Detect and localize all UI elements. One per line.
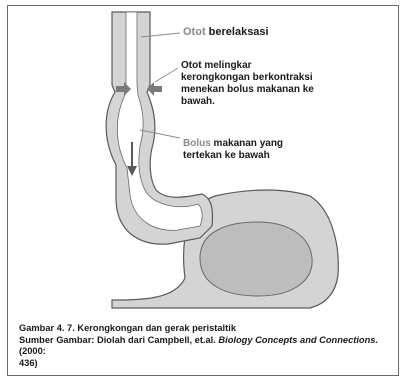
caption-source: Sumber Gambar: Diolah dari Campbell, et.… <box>19 335 391 358</box>
label-relaxed-rest: berelaksasi <box>206 26 269 38</box>
label-bolus: Bolus makanan yang tertekan ke bawah <box>183 138 283 162</box>
caption-source-prefix: Sumber Gambar: Diolah dari Campbell, et.… <box>19 335 218 345</box>
caption-title: Gambar 4. 7. Kerongkongan dan gerak peri… <box>19 323 391 335</box>
caption-source-page: 436) <box>19 358 391 370</box>
stomach-cavity <box>200 222 312 296</box>
label-contract-line-1: Otot melingkar <box>181 60 314 72</box>
label-relaxed-muscle: Otot berelaksasi <box>183 26 269 38</box>
label-bolus-line-2: tertekan ke bawah <box>183 150 283 162</box>
label-contract-line-2: kerongkongan berkontraksi <box>181 72 314 84</box>
caption-source-book: Biology Concepts and Connections. <box>218 335 378 345</box>
label-contract-line-3: menekan bolus makanan ke <box>181 84 314 96</box>
figure-caption: Gambar 4. 7. Kerongkongan dan gerak peri… <box>19 323 391 369</box>
label-relaxed-highlight: Otot <box>183 26 206 38</box>
label-bolus-rest: makanan yang <box>211 138 283 149</box>
label-contracting-muscle: Otot melingkar kerongkongan berkontraksi… <box>181 60 314 108</box>
leader-contract <box>155 68 178 82</box>
label-contract-line-4: bawah. <box>181 96 314 108</box>
caption-source-suffix: (2000: <box>19 346 46 356</box>
label-bolus-highlight: Bolus <box>183 138 211 149</box>
